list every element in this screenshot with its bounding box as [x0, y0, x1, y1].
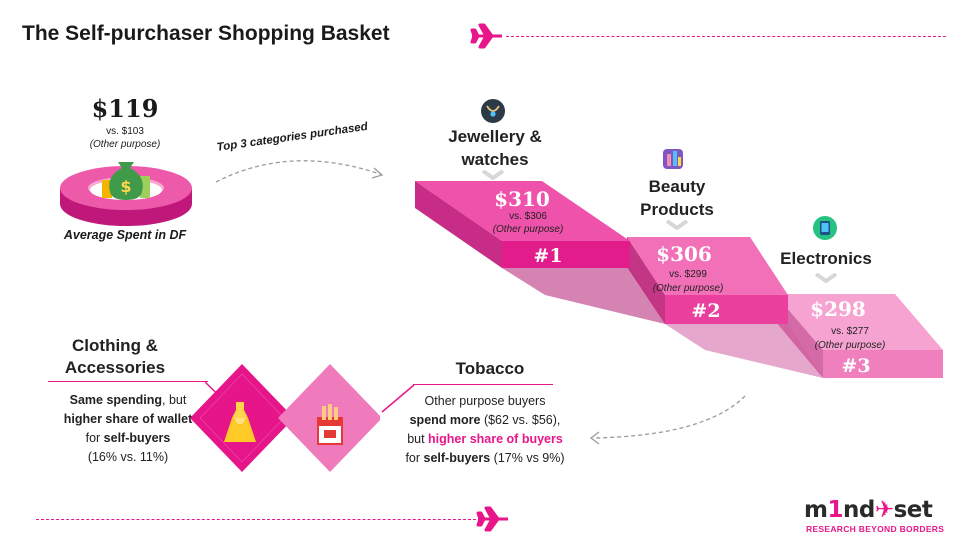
- chevron-down-icon: [815, 273, 837, 283]
- logo-m: m: [804, 497, 828, 523]
- mindset-logo: m1nd✈set: [804, 497, 933, 523]
- logo-tagline: RESEARCH BEYOND BORDERS: [806, 524, 945, 534]
- rank-3: #3: [841, 355, 871, 377]
- jewellery-amount: $310: [494, 187, 550, 211]
- return-arrow: [589, 395, 746, 445]
- airplane-icon: [470, 23, 502, 49]
- electronics-amount: $298: [810, 297, 866, 321]
- chevron-down-icon: [482, 170, 504, 180]
- electronics-label: Electronics: [780, 249, 872, 268]
- tobacco-line2: spend more ($62 vs. $56),: [390, 411, 580, 430]
- logo-nd: nd: [842, 497, 875, 523]
- tobacco-title: Tobacco: [455, 359, 525, 378]
- jewellery-compare-note: (Other purpose): [492, 224, 564, 235]
- clothing-same-spending: Same spending: [69, 393, 163, 407]
- money-bag-icon: $: [102, 162, 150, 200]
- average-label: Average Spent in DF: [63, 228, 187, 242]
- category-diamonds: [190, 364, 380, 472]
- tobacco-connector: [381, 384, 415, 413]
- clothing-self-buyers: self-buyers: [103, 431, 171, 445]
- rank-2: #2: [691, 300, 721, 322]
- beauty-label-line1: Beauty: [648, 177, 706, 196]
- clothing-line4: (16% vs. 11%): [87, 450, 169, 464]
- chevron-down-icon: [666, 220, 688, 230]
- bottom-dashed-divider: [36, 519, 476, 520]
- tablet-icon: [813, 216, 837, 240]
- clothing-title-line2: Accessories: [64, 358, 166, 377]
- tobacco-for: for: [405, 451, 424, 465]
- tobacco-higher-share: higher share of buyers: [428, 432, 563, 446]
- beauty-compare: vs. $299: [669, 269, 707, 280]
- jewellery-label-line2: watches: [461, 150, 529, 169]
- svg-text:$: $: [120, 177, 131, 196]
- cosmetics-icon: [663, 149, 683, 169]
- clothing-title-line1: Clothing &: [72, 336, 158, 355]
- beauty-compare-note: (Other purpose): [652, 283, 724, 294]
- logo-set: set: [893, 497, 933, 523]
- jewellery-label-line1: Jewellery &: [448, 127, 542, 146]
- arrow-label: Top 3 categories purchased: [216, 120, 369, 154]
- tobacco-line3: but higher share of buyers: [390, 430, 580, 449]
- page-title: The Self-purchaser Shopping Basket: [22, 22, 390, 45]
- tobacco-line1: Other purpose buyers: [424, 394, 546, 408]
- tobacco-self-buyers: self-buyers: [423, 451, 491, 465]
- electronics-compare: vs. $277: [831, 326, 869, 337]
- tobacco-spend-more: spend more: [409, 413, 481, 427]
- electronics-compare-note: (Other purpose): [814, 340, 886, 351]
- tobacco-underline: [413, 384, 553, 385]
- clothing-line1: Same spending, but: [48, 391, 208, 410]
- jewellery-compare: vs. $306: [509, 211, 547, 222]
- clothing-but: , but: [162, 393, 187, 407]
- tobacco-but: but: [407, 432, 429, 446]
- dress-icon: [224, 402, 256, 442]
- necklace-icon: [481, 99, 505, 123]
- logo-digit: 1: [827, 497, 843, 523]
- clothing-line2: higher share of wallet: [63, 412, 193, 426]
- cigarette-pack-icon: [317, 404, 343, 445]
- average-compare-note: (Other purpose): [89, 139, 161, 150]
- average-amount: $119: [91, 94, 159, 123]
- curved-arrow: [215, 160, 384, 183]
- clothing-for: for: [85, 431, 104, 445]
- average-compare: vs. $103: [106, 126, 144, 137]
- tobacco-percent: (17% vs 9%): [490, 451, 565, 465]
- tobacco-amounts: ($62 vs. $56),: [480, 413, 561, 427]
- tobacco-line4: for self-buyers (17% vs 9%): [390, 449, 580, 468]
- beauty-label-line2: Products: [640, 200, 714, 219]
- clothing-underline: [48, 381, 208, 382]
- airplane-icon: [476, 506, 508, 532]
- rank-1: #1: [533, 245, 563, 267]
- podium-steps: [415, 181, 943, 378]
- clothing-line3: for self-buyers: [48, 429, 208, 448]
- top-dashed-divider: [506, 36, 946, 37]
- beauty-amount: $306: [656, 242, 712, 266]
